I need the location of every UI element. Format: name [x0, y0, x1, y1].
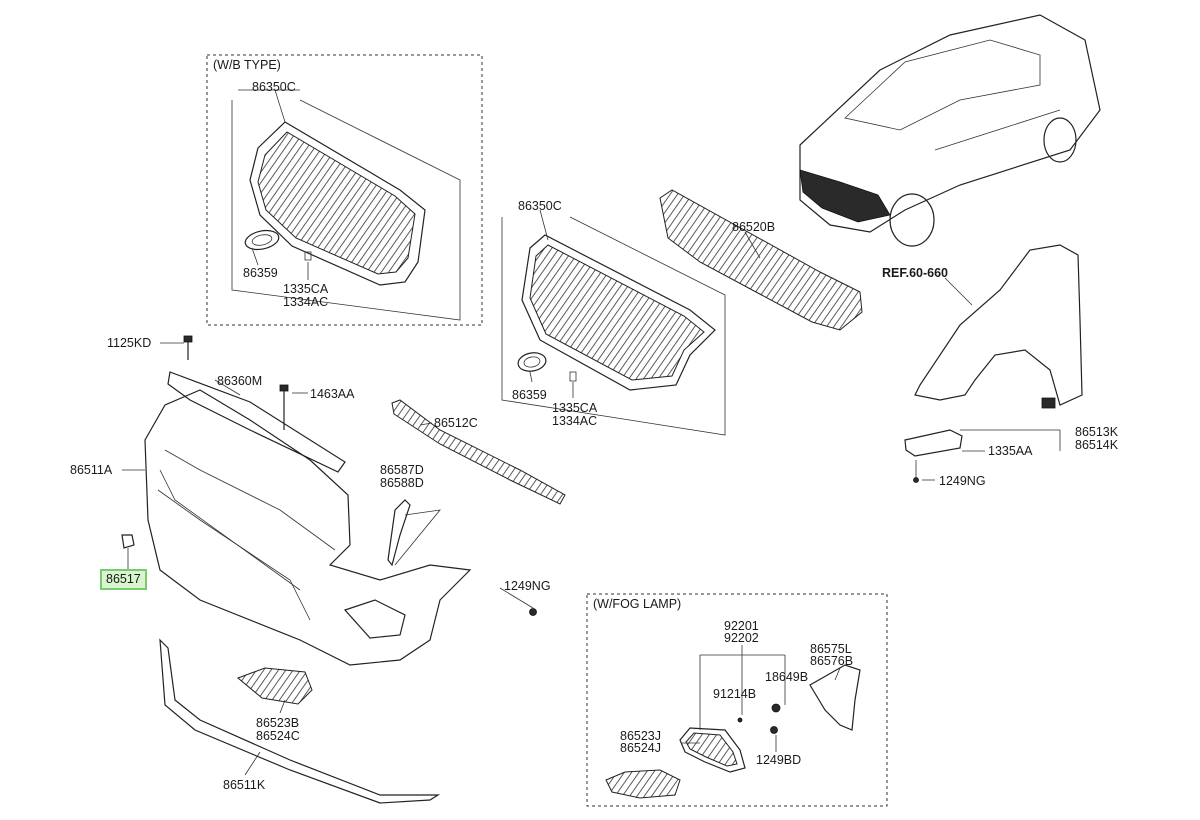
part-label-92201[interactable]: 92201	[724, 619, 759, 633]
part-label-1125kd[interactable]: 1125KD	[107, 336, 152, 350]
bracket-86360m-drawing	[167, 371, 346, 473]
part-label-86511a[interactable]: 86511A	[70, 463, 113, 477]
part-label-86520b[interactable]: 86520B	[732, 220, 776, 234]
part-label-86359-mid[interactable]: 86359	[512, 388, 547, 402]
strip-86511k-drawing	[159, 638, 441, 804]
screw-1249ng-drawing	[529, 608, 537, 616]
part-label-86511k[interactable]: 86511K	[223, 778, 266, 792]
part-label-86575l[interactable]: 86575L	[810, 642, 852, 656]
part-label-1335ca-mid[interactable]: 1335CA	[552, 401, 598, 415]
bolt-1463aa-drawing	[279, 384, 289, 430]
wb-type-box	[206, 54, 483, 326]
part-label-1249ng-right[interactable]: 1249NG	[939, 474, 986, 488]
part-label-18649b[interactable]: 18649B	[765, 670, 809, 684]
part-label-1335aa[interactable]: 1335AA	[988, 444, 1033, 458]
fog-lamp-box	[586, 593, 888, 807]
part-label-86523j[interactable]: 86523J	[620, 729, 662, 743]
part-label-86524j[interactable]: 86524J	[620, 741, 662, 755]
part-label-86359-top[interactable]: 86359	[243, 266, 278, 280]
fog-lamp-title: (W/FOG LAMP)	[593, 597, 682, 611]
part-label-1335ca-top[interactable]: 1335CA	[283, 282, 329, 296]
bracket-86513k-drawing	[904, 429, 963, 457]
bumper-86511a-drawing	[144, 389, 472, 666]
wb-type-title: (W/B TYPE)	[213, 58, 281, 72]
grille-mid-panel	[501, 216, 726, 436]
part-label-86517-highlighted[interactable]: 86517	[100, 569, 147, 590]
part-label-86576b[interactable]: 86576B	[810, 654, 854, 668]
part-label-86523b[interactable]: 86523B	[256, 716, 300, 730]
fog-lamp-drawing	[605, 664, 861, 799]
part-label-86512c[interactable]: 86512C	[434, 416, 478, 430]
fender-drawing	[914, 244, 1083, 409]
part-label-1463aa[interactable]: 1463AA	[310, 387, 355, 401]
part-label-86587d[interactable]: 86587D	[380, 463, 424, 477]
part-label-1249ng-mid[interactable]: 1249NG	[504, 579, 551, 593]
side-piece-86587d-drawing	[387, 499, 411, 567]
part-label-86513k[interactable]: 86513K	[1075, 425, 1119, 439]
part-label-1334ac-top[interactable]: 1334AC	[283, 295, 329, 309]
car-illustration	[799, 14, 1101, 247]
bolt-1125kd-drawing	[183, 335, 193, 360]
absorber-86520b-drawing	[659, 189, 863, 331]
grille-mid-drawing	[517, 234, 716, 391]
lower-grille-86512c-drawing	[391, 399, 566, 505]
part-label-86350c-mid[interactable]: 86350C	[518, 199, 562, 213]
leader-lines	[122, 89, 1061, 776]
part-label-1334ac-mid[interactable]: 1334AC	[552, 414, 598, 428]
part-label-92202[interactable]: 92202	[724, 631, 759, 645]
part-label-86350c-top[interactable]: 86350C	[252, 80, 296, 94]
part-label-1249bd[interactable]: 1249BD	[756, 753, 802, 767]
part-label-91214b[interactable]: 91214B	[713, 687, 757, 701]
part-label-86588d[interactable]: 86588D	[380, 476, 424, 490]
grille-wb-type-drawing	[244, 121, 426, 286]
part-label-86360m[interactable]: 86360M	[217, 374, 263, 388]
clip-86517-drawing	[121, 534, 135, 549]
part-label-86524c[interactable]: 86524C	[256, 729, 300, 743]
part-label-86514k[interactable]: 86514K	[1075, 438, 1119, 452]
grille-top-panel	[231, 99, 461, 321]
ref-60-660-link[interactable]: REF.60-660	[882, 266, 949, 280]
fog-cover-86523b-drawing	[237, 667, 313, 705]
